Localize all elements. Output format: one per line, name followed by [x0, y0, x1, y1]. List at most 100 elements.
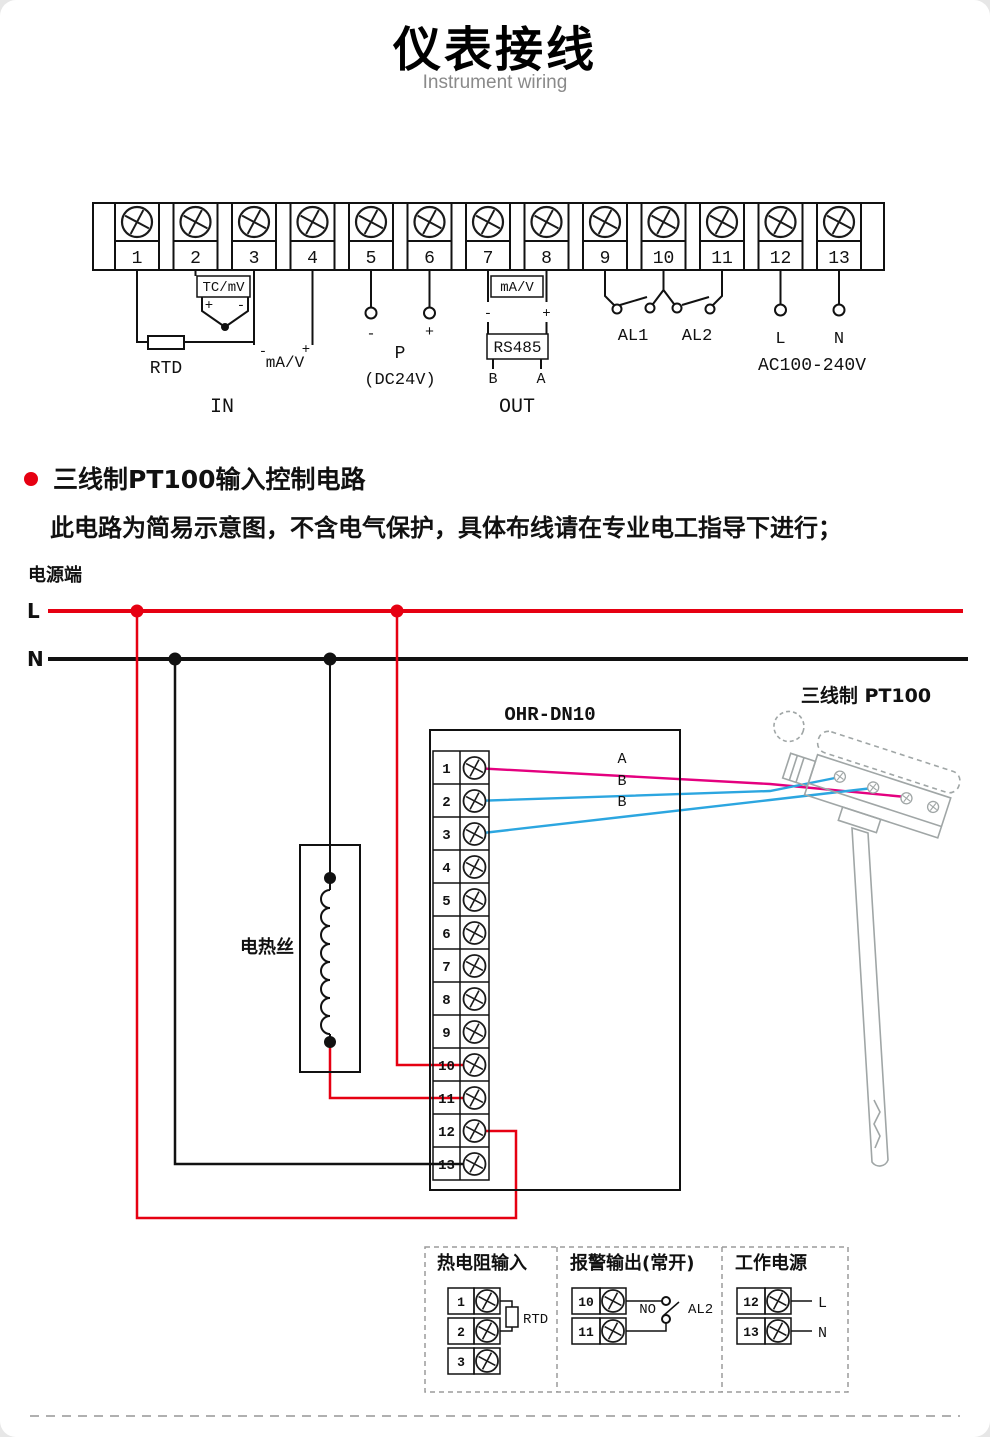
controller-label: OHR-DN10	[504, 704, 595, 726]
mav-out-label-box	[490, 275, 544, 298]
screw-icon	[460, 919, 489, 947]
label-tc: TC/mV	[202, 280, 245, 296]
svg-text:7: 7	[442, 960, 450, 976]
screw-icon	[764, 1317, 792, 1345]
terminal-cell-11: 11	[699, 202, 745, 271]
junction-dot	[168, 652, 182, 666]
screw-icon	[460, 754, 489, 782]
line-l-label: L	[27, 599, 40, 623]
legend-rtd-resistor	[505, 1306, 519, 1328]
terminal-cell-13: 13	[816, 202, 862, 271]
sensor-element	[873, 1099, 881, 1149]
page-title: 仪表接线	[392, 22, 597, 78]
svg-text:13: 13	[438, 1158, 455, 1174]
legend-box	[424, 1246, 849, 1393]
svg-text:4: 4	[442, 861, 450, 877]
terminal-number: 3	[249, 249, 260, 269]
terminal-number: 12	[770, 249, 792, 269]
terminal-cell-8: 8	[523, 202, 570, 271]
wire-heater-to-t11	[328, 1042, 474, 1100]
terminal-number: 2	[190, 249, 201, 269]
label-p-minus: -	[366, 326, 375, 343]
screw-icon	[898, 790, 915, 807]
screw-icon	[764, 1287, 792, 1315]
terminal-strip: 1 2 3 4 5 6 7 8 9 10 11 12 13	[92, 202, 885, 271]
legend-switch-blade	[662, 1301, 680, 1317]
terminal-number: 7	[483, 249, 494, 269]
label-p-plus: +	[425, 324, 434, 341]
al1-switch-blade	[619, 296, 648, 306]
screw-icon	[234, 202, 274, 242]
screw-icon	[460, 985, 489, 1013]
legend-n-label: N	[818, 1325, 827, 1342]
sensor-neck	[837, 805, 882, 834]
svg-text:5: 5	[442, 894, 450, 910]
sensor-cable-gland	[781, 752, 817, 788]
screw-icon	[117, 202, 157, 242]
wire-l-to-t10	[395, 611, 474, 1067]
alarm-annotations: AL1 AL2	[604, 270, 723, 346]
screw-icon	[599, 1317, 627, 1345]
legend-alarm-output: 报警输出(常开) 10 11 NO AL2	[570, 1252, 713, 1345]
screw-icon	[468, 202, 508, 242]
label-rs485-b: B	[488, 371, 497, 388]
screw-icon	[460, 952, 489, 980]
junction-dot	[130, 604, 144, 618]
al2-switch-blade	[681, 296, 710, 306]
rs485-box	[486, 333, 549, 360]
section-heading: 三线制PT100输入控制电路 此电路为简易示意图，不含电气保护，具体布线请在专业…	[24, 465, 842, 542]
svg-text:11: 11	[438, 1092, 455, 1108]
tc-junction-dot	[221, 323, 229, 331]
screw-icon	[176, 202, 215, 242]
screw-icon	[599, 1287, 627, 1315]
label-al2: AL2	[682, 327, 713, 346]
label-rs485: RS485	[493, 339, 541, 357]
terminal-cell-4: 4	[289, 202, 336, 271]
svg-text:9: 9	[442, 1026, 450, 1042]
screw-icon	[473, 1287, 501, 1315]
terminal-cell-1: 1	[114, 202, 160, 271]
svg-text:10: 10	[578, 1295, 594, 1310]
wire-label-a: A	[617, 751, 626, 768]
label-tc-minus: -	[237, 298, 245, 314]
screw-icon	[460, 787, 489, 815]
label-out: OUT	[499, 396, 535, 419]
terminal-cell-2: 2	[172, 202, 219, 271]
screw-icon	[460, 1084, 489, 1112]
header: 仪表接线 Instrument wiring	[392, 22, 597, 93]
screw-icon	[460, 1150, 489, 1178]
power-side-label: 电源端	[28, 564, 82, 586]
section-note: 此电路为简易示意图，不含电气保护，具体布线请在专业电工指导下进行；	[50, 514, 842, 542]
screw-icon	[460, 820, 489, 848]
wire-label-b1: B	[617, 773, 626, 790]
terminal-number: 11	[711, 249, 733, 269]
svg-text:8: 8	[442, 993, 450, 1009]
screw-icon	[925, 798, 942, 816]
terminal-cell-3: 3	[231, 202, 277, 271]
legend-alarm-title: 报警输出(常开)	[570, 1252, 694, 1274]
screw-icon	[460, 1117, 489, 1145]
wire-n-to-t13	[173, 659, 474, 1166]
junction-dot	[323, 652, 337, 666]
label-mav-in-minus: -	[259, 344, 267, 360]
svg-text:13: 13	[743, 1325, 759, 1340]
page-subtitle: Instrument wiring	[423, 72, 568, 93]
legend-l-label: L	[818, 1295, 827, 1312]
pt100-sensor: 三线制 PT100	[773, 684, 961, 1167]
svg-text:11: 11	[578, 1325, 594, 1340]
svg-text:3: 3	[457, 1355, 465, 1370]
wire-l-to-t12	[135, 611, 518, 1220]
sensor-head-body	[803, 753, 952, 839]
screw-icon	[460, 886, 489, 914]
rtd-resistor	[147, 335, 185, 350]
legend-working-power: 工作电源 12 13 L N	[735, 1252, 827, 1345]
label-l: L	[775, 330, 785, 349]
terminal-cell-7: 7	[465, 202, 511, 271]
svg-text:1: 1	[442, 762, 450, 778]
terminal-cell-9: 9	[582, 202, 628, 271]
input-annotations: TC/mV + - RTD - mA/V + IN	[136, 270, 314, 419]
heater-coil	[320, 889, 331, 1035]
heater: 电热丝	[240, 844, 361, 1073]
legend-rtd-label: RTD	[523, 1312, 548, 1328]
